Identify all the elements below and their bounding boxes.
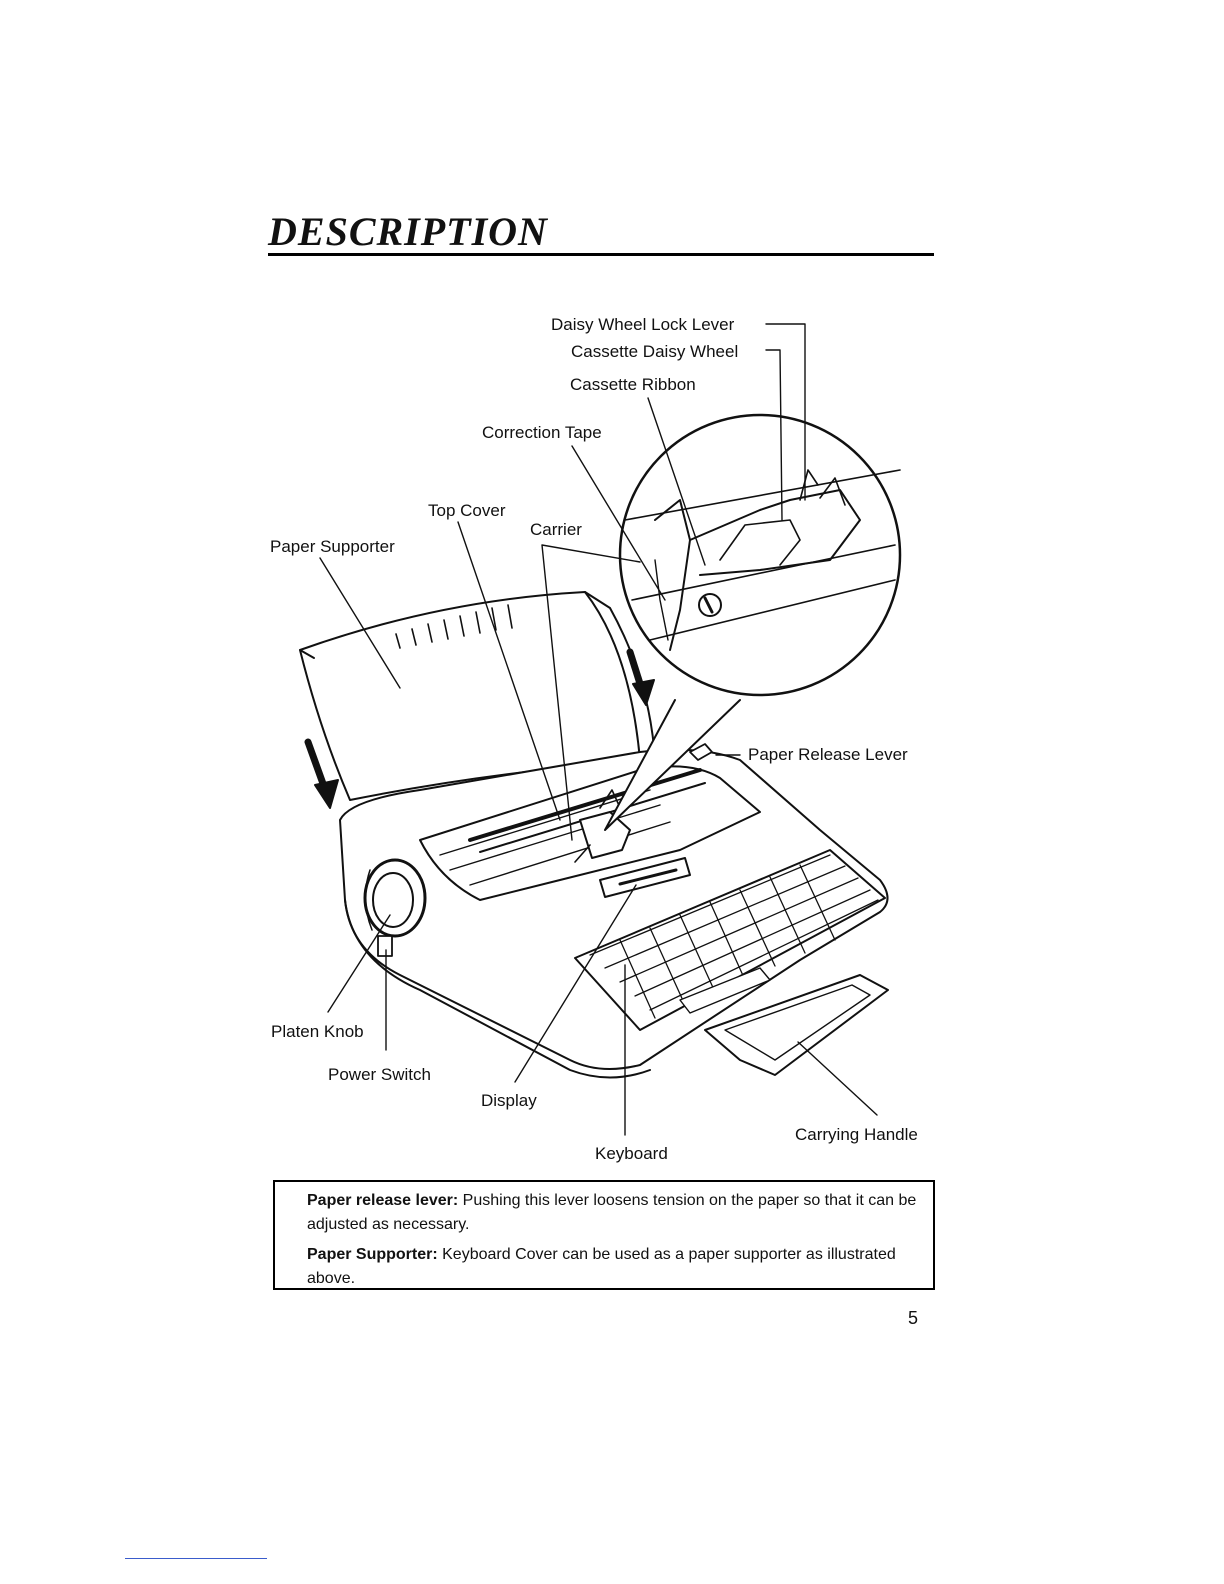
note-term: Paper release lever: <box>307 1192 459 1209</box>
insert-arrows <box>304 648 655 809</box>
note-paper-supporter: Paper Supporter: Keyboard Cover can be u… <box>307 1243 919 1291</box>
label-top-cover: Top Cover <box>428 501 506 520</box>
label-correction-tape: Correction Tape <box>482 423 602 442</box>
label-cassette-daisy-wheel: Cassette Daisy Wheel <box>571 342 739 361</box>
typewriter-body <box>339 743 889 1079</box>
label-paper-release-lever: Paper Release Lever <box>748 745 908 764</box>
note-paper-release-lever: Paper release lever: Pushing this lever … <box>307 1189 919 1237</box>
page-number: 5 <box>908 1308 919 1328</box>
label-carrier: Carrier <box>530 520 582 539</box>
note-text: Pushing this lever loosens tension on th… <box>307 1192 917 1233</box>
section-heading: DESCRIPTION <box>268 209 548 254</box>
label-platen-knob: Platen Knob <box>271 1022 364 1041</box>
leader-lines <box>319 323 878 1136</box>
label-cassette-ribbon: Cassette Ribbon <box>570 375 696 394</box>
notes-box: Paper release lever: Pushing this lever … <box>273 1180 935 1290</box>
detail-magnifier <box>604 413 902 831</box>
label-display: Display <box>481 1091 537 1110</box>
heading-rule <box>268 253 934 256</box>
note-text: Keyboard Cover can be used as a paper su… <box>307 1246 896 1287</box>
label-power-switch: Power Switch <box>328 1065 431 1084</box>
note-term: Paper Supporter: <box>307 1246 438 1263</box>
label-keyboard: Keyboard <box>595 1144 668 1163</box>
footer-line <box>125 1558 267 1559</box>
label-daisy-wheel-lock-lever: Daisy Wheel Lock Lever <box>551 315 735 334</box>
label-carrying-handle: Carrying Handle <box>795 1125 918 1144</box>
label-paper-supporter: Paper Supporter <box>270 537 395 556</box>
